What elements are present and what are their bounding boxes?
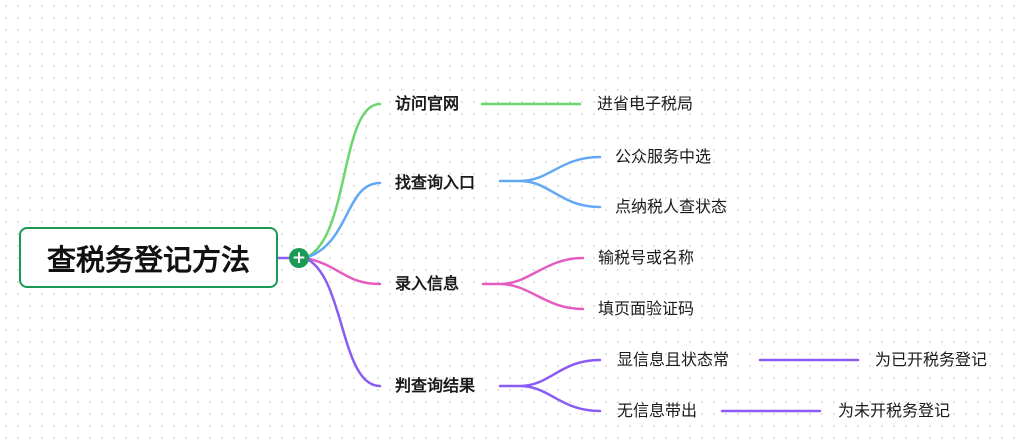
branch-node-judge-result[interactable]: 判查询结果 <box>395 376 476 395</box>
branch-node-visit-site[interactable]: 访问官网 <box>395 94 460 113</box>
plus-icon[interactable]: + <box>289 248 309 268</box>
root-label: 查税务登记方法 <box>46 242 250 277</box>
leaf-node[interactable]: 点纳税人查状态 <box>615 197 728 216</box>
connector-blue <box>303 181 382 260</box>
leaf-node[interactable]: 为未开税务登记 <box>838 401 951 420</box>
leaf-node[interactable]: 显信息且状态常 <box>617 350 730 369</box>
leaf-node[interactable]: 填页面验证码 <box>598 299 695 318</box>
connector-purple <box>303 256 382 388</box>
branch-node-find-entry[interactable]: 找查询入口 <box>395 173 476 192</box>
leaf-node[interactable]: 进省电子税局 <box>597 94 694 113</box>
leaf-node[interactable]: 为已开税务登记 <box>875 350 988 369</box>
leaf-node[interactable]: 输税号或名称 <box>598 248 695 267</box>
leaf-node[interactable]: 公众服务中选 <box>615 147 712 166</box>
connector-green <box>303 102 382 260</box>
root-node[interactable]: 查税务登记方法 <box>19 227 278 288</box>
branch-node-enter-info[interactable]: 录入信息 <box>395 274 460 293</box>
leaf-node[interactable]: 无信息带出 <box>617 401 698 420</box>
connector-pink <box>303 256 382 286</box>
